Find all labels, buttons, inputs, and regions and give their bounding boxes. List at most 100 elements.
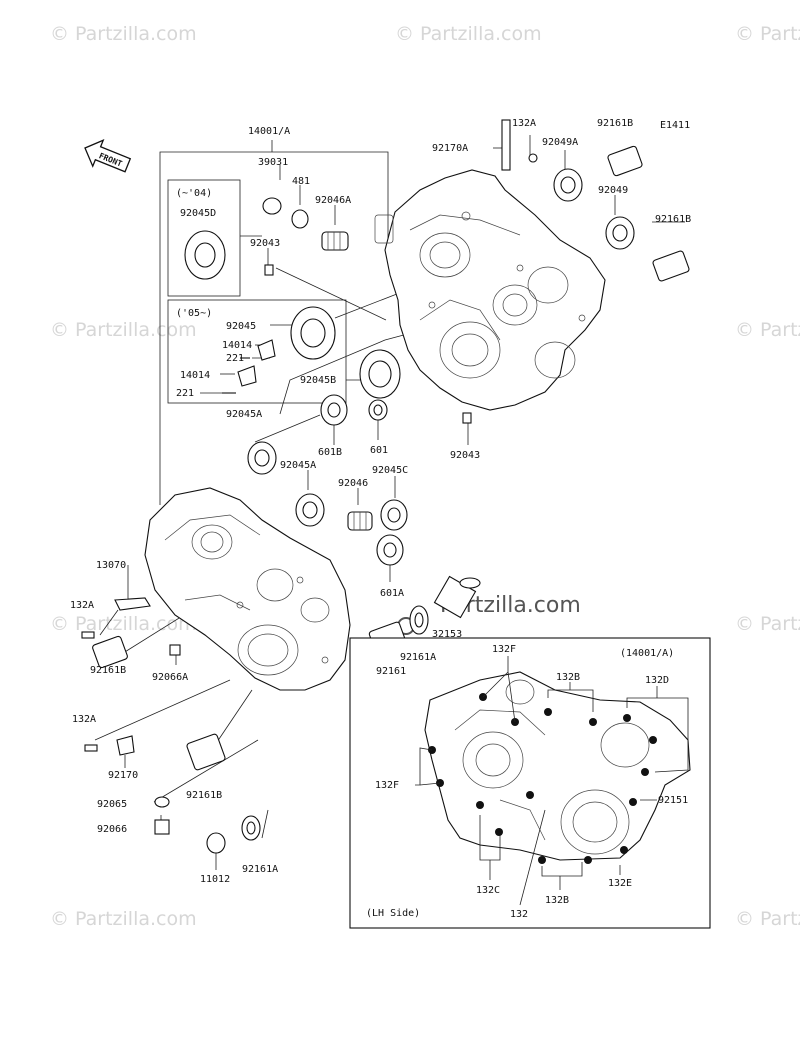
seal-92161A-icon	[409, 605, 429, 635]
detail-leader-lines	[415, 656, 689, 906]
watermark-text: © Partzilla.com	[50, 319, 197, 341]
label-11012: 11012	[200, 874, 230, 885]
label-92170A: 92170A	[432, 143, 468, 154]
detail-box-side: (LH Side)	[366, 908, 420, 919]
label-601B: 601B	[318, 447, 342, 458]
plug-92161B-top-icon	[607, 145, 643, 177]
plug-92066A-icon	[169, 644, 181, 656]
label-601A: 601A	[380, 588, 404, 599]
bearing-92045C-icon	[380, 499, 408, 531]
left-crankcase-half	[144, 487, 351, 691]
bolt-132A-icon	[501, 119, 538, 171]
bearing-92049A-icon	[553, 168, 583, 202]
needle-bearing-92046-icon	[347, 511, 373, 531]
detail-box-title: (14001/A)	[620, 648, 674, 659]
watermark-text: © Partzilla.com	[735, 613, 800, 635]
group-label-2005: ('05~)	[176, 308, 212, 319]
label-132F: 132F	[492, 644, 516, 655]
label-132C: 132C	[476, 885, 500, 896]
label-92045: 92045	[226, 321, 256, 332]
watermark-text: © Partzilla.com	[735, 319, 800, 341]
bearing-92045A-icon	[247, 441, 277, 475]
label-92161A: 92161A	[400, 652, 436, 663]
label-92151: 92151	[658, 795, 688, 806]
watermark-text: © Partzilla.com	[50, 613, 197, 635]
bearing-601-icon	[368, 399, 388, 421]
box-2004	[167, 179, 241, 297]
label-221: 221	[176, 388, 194, 399]
bolt-132A-bottom-icon	[84, 744, 98, 752]
watermark-text: © Partzilla.com	[735, 23, 800, 45]
dowel-pin-icon	[462, 412, 472, 424]
label-132F: 132F	[375, 780, 399, 791]
bracket-92170-icon	[116, 735, 135, 756]
label-92049A: 92049A	[542, 137, 578, 148]
label-221: 221	[226, 353, 244, 364]
label-39031: 39031	[258, 157, 288, 168]
diagram-code: E1411	[660, 120, 690, 131]
pipe-32153-icon	[433, 575, 481, 619]
label-132A: 132A	[512, 118, 536, 129]
label-132E: 132E	[608, 878, 632, 889]
label-92066A: 92066A	[152, 672, 188, 683]
label-132A: 132A	[72, 714, 96, 725]
bearing-92049-icon	[605, 216, 635, 250]
watermark-text: © Partzilla.com	[50, 908, 197, 930]
watermark-text: © Partzilla.com	[395, 23, 542, 45]
seal-39031-icon	[262, 197, 282, 215]
label-92045B: 92045B	[300, 375, 336, 386]
cap-11012-icon	[206, 832, 226, 854]
bracket-13070-icon	[114, 597, 151, 611]
label-132A: 132A	[70, 600, 94, 611]
seal-92161A-b-icon	[241, 815, 261, 841]
label-92161B: 92161B	[90, 665, 126, 676]
watermark-text: © Partzilla.com	[735, 908, 800, 930]
plug-92161B-right-icon	[652, 250, 690, 282]
label-132B: 132B	[556, 672, 580, 683]
plug-92161B-bottom-icon	[186, 733, 226, 771]
label-92161A: 92161A	[242, 864, 278, 875]
group-label-2004: (~'04)	[176, 188, 212, 199]
parts-layer	[81, 119, 690, 854]
box-2005	[167, 299, 347, 404]
bolt-132A-left-icon	[81, 631, 95, 639]
label-13070: 13070	[96, 560, 126, 571]
label-92045C: 92045C	[372, 465, 408, 476]
label-92161B: 92161B	[597, 118, 633, 129]
bearing-92045A-b-icon	[295, 493, 325, 527]
lh-side-detail-box	[349, 637, 711, 929]
label-132D: 132D	[645, 675, 669, 686]
label-92045A: 92045A	[280, 460, 316, 471]
drain-plug-92066-icon	[154, 819, 170, 835]
label-92049: 92049	[598, 185, 628, 196]
label-92045A: 92045A	[226, 409, 262, 420]
washer-92065-icon	[154, 796, 170, 808]
bearing-92045B-icon	[359, 349, 401, 399]
label-92046A: 92046A	[315, 195, 351, 206]
label-92161: 92161	[376, 666, 406, 677]
label-92045D: 92045D	[180, 208, 216, 219]
plate-14014b-icon	[237, 365, 257, 387]
part-labels: 14001/A 39031 481 92046A 92043 (~'04) 92…	[70, 118, 691, 920]
circlip-481-icon	[291, 209, 309, 229]
label-92066: 92066	[97, 824, 127, 835]
label-92046: 92046	[338, 478, 368, 489]
label-32153: 32153	[432, 629, 462, 640]
label-92065: 92065	[97, 799, 127, 810]
bearing-92045-icon	[290, 306, 336, 360]
dowel-pin-icon	[264, 264, 274, 276]
label-92170: 92170	[108, 770, 138, 781]
bearing-601B-icon	[320, 394, 348, 426]
label-14014: 14014	[222, 340, 252, 351]
label-14001A: 14001/A	[248, 126, 290, 137]
label-92043: 92043	[250, 238, 280, 249]
plug-92161B-left-icon	[92, 635, 128, 669]
label-132B: 132B	[545, 895, 569, 906]
label-481: 481	[292, 176, 310, 187]
label-14014: 14014	[180, 370, 210, 381]
watermark-text: © Partzilla.com	[50, 23, 197, 45]
label-92161B: 92161B	[186, 790, 222, 801]
bearing-92045D-icon	[184, 230, 226, 280]
label-601: 601	[370, 445, 388, 456]
bearing-601A-icon	[376, 534, 404, 566]
